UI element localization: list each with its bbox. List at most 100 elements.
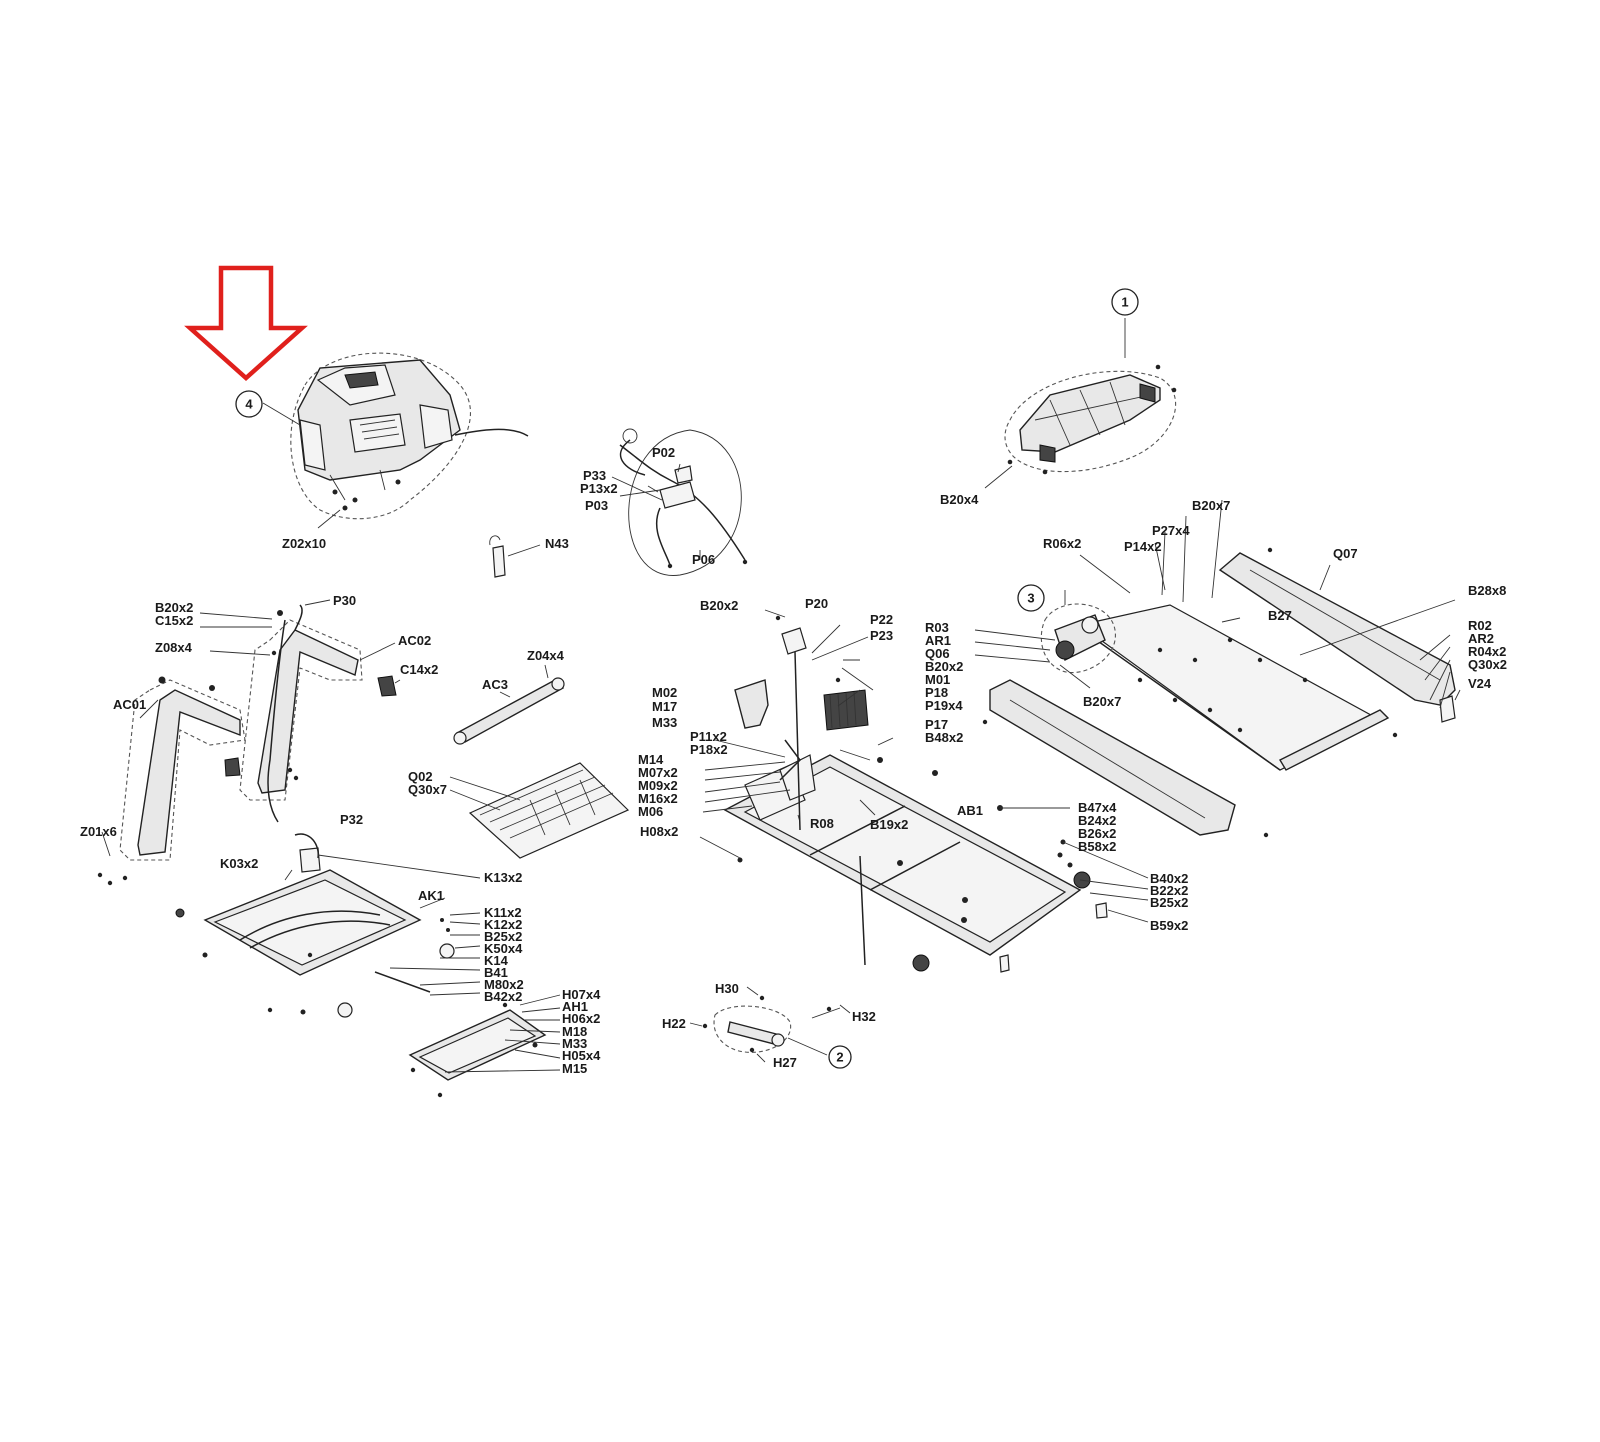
part-ah1-base xyxy=(408,994,561,1098)
label-z02x10: Z02x10 xyxy=(282,536,326,551)
label-m07x2: M07x2 xyxy=(638,765,678,780)
label-b41: B41 xyxy=(484,965,508,980)
part-deck xyxy=(1078,499,1390,771)
label-p23: P23 xyxy=(870,628,893,643)
label-k03x2: K03x2 xyxy=(220,856,258,871)
part-ac3-rod xyxy=(453,664,565,745)
label-b25x2-base: B25x2 xyxy=(484,929,522,944)
callout-2: 2 xyxy=(828,1045,852,1069)
callout-1-number: 1 xyxy=(1121,295,1128,310)
label-ac01: AC01 xyxy=(113,697,146,712)
label-ab1: AB1 xyxy=(957,803,983,818)
label-b20x7-bottom: B20x7 xyxy=(1083,694,1121,709)
label-k13x2: K13x2 xyxy=(484,870,522,885)
label-m02: M02 xyxy=(652,685,677,700)
label-z01x6: Z01x6 xyxy=(80,824,117,839)
label-p19x4: P19x4 xyxy=(925,698,963,713)
label-b28x8: B28x8 xyxy=(1468,583,1506,598)
callout-2-number: 2 xyxy=(836,1050,843,1065)
label-h05x4: H05x4 xyxy=(562,1048,601,1063)
part-n43 xyxy=(489,535,541,578)
label-r04x2: R04x2 xyxy=(1468,644,1506,659)
callout-4-number: 4 xyxy=(245,397,253,412)
label-r06x2: R06x2 xyxy=(1043,536,1081,551)
label-q30x2-right: Q30x2 xyxy=(1468,657,1507,672)
label-p27x4: P27x4 xyxy=(1152,523,1190,538)
label-m16x2: M16x2 xyxy=(638,791,678,806)
callout-3: 3 xyxy=(1017,584,1045,612)
label-b48x2: B48x2 xyxy=(925,730,963,745)
label-b26x2: B26x2 xyxy=(1078,826,1116,841)
label-b20x7-top: B20x7 xyxy=(1192,498,1230,513)
label-b24x2: B24x2 xyxy=(1078,813,1116,828)
label-r08: R08 xyxy=(810,816,834,831)
label-p32: P32 xyxy=(340,812,363,827)
label-b19x2: B19x2 xyxy=(870,817,908,832)
highlight-arrow-icon xyxy=(184,265,308,382)
part-front-roller xyxy=(974,542,1166,689)
label-h32: H32 xyxy=(852,1009,876,1024)
label-h08x2: H08x2 xyxy=(640,824,678,839)
label-m15: M15 xyxy=(562,1061,587,1076)
part-motor-controller xyxy=(702,609,894,831)
label-r02: R02 xyxy=(1468,618,1492,633)
label-v24: V24 xyxy=(1468,676,1492,691)
label-m33-motor: M33 xyxy=(652,715,677,730)
part-left-rail xyxy=(982,679,1269,838)
label-m17: M17 xyxy=(652,699,677,714)
label-k14: K14 xyxy=(484,953,509,968)
label-q30x7: Q30x7 xyxy=(408,782,447,797)
label-c15x2: C15x2 xyxy=(155,613,193,628)
label-r03: R03 xyxy=(925,620,949,635)
label-q06: Q06 xyxy=(925,646,950,661)
label-p17: P17 xyxy=(925,717,948,732)
labels: Z02x10 P33 P02 P13x2 P03 P06 N43 B20x4 B… xyxy=(80,445,1507,1076)
label-q02: Q02 xyxy=(408,769,433,784)
label-m33-base: M33 xyxy=(562,1036,587,1051)
label-b25x2-frame: B25x2 xyxy=(1150,895,1188,910)
label-k50x4: K50x4 xyxy=(484,941,523,956)
label-h07x4: H07x4 xyxy=(562,987,601,1002)
motor-cover-assembly xyxy=(984,318,1177,489)
label-q07: Q07 xyxy=(1333,546,1358,561)
label-p33: P33 xyxy=(583,468,606,483)
label-p13x2: P13x2 xyxy=(580,481,618,496)
label-p02: P02 xyxy=(652,445,675,460)
callout-1: 1 xyxy=(1111,288,1139,316)
label-ar1: AR1 xyxy=(925,633,951,648)
callout-4: 4 xyxy=(235,390,263,418)
label-p14x2: P14x2 xyxy=(1124,539,1162,554)
label-m18: M18 xyxy=(562,1024,587,1039)
label-ac3: AC3 xyxy=(482,677,508,692)
label-ak1: AK1 xyxy=(418,888,444,903)
label-b47x4: B47x4 xyxy=(1078,800,1117,815)
label-b20x2-motor: B20x2 xyxy=(925,659,963,674)
label-p18: P18 xyxy=(925,685,948,700)
label-m01: M01 xyxy=(925,672,950,687)
label-p03: P03 xyxy=(585,498,608,513)
label-ah1: AH1 xyxy=(562,999,588,1014)
part-q02-tray xyxy=(449,762,630,859)
part-rear-roller xyxy=(689,986,851,1063)
part-ab1-frame xyxy=(699,754,1149,973)
label-p18x2: P18x2 xyxy=(690,742,728,757)
console-assembly xyxy=(262,352,529,529)
label-p06: P06 xyxy=(692,552,715,567)
label-ac02: AC02 xyxy=(398,633,431,648)
label-h27: H27 xyxy=(773,1055,797,1070)
label-h22: H22 xyxy=(662,1016,686,1031)
label-b20x4: B20x4 xyxy=(940,492,979,507)
upright-left-ac01 xyxy=(97,676,246,886)
label-b27: B27 xyxy=(1268,608,1292,623)
label-k11x2: K11x2 xyxy=(484,905,522,920)
label-h06x2: H06x2 xyxy=(562,1011,600,1026)
part-ak1-base xyxy=(175,833,481,1018)
label-m80x2: M80x2 xyxy=(484,977,524,992)
label-n43: N43 xyxy=(545,536,569,551)
label-b40x2: B40x2 xyxy=(1150,871,1188,886)
label-b58x2: B58x2 xyxy=(1078,839,1116,854)
label-b20x2-p20: B20x2 xyxy=(700,598,738,613)
label-b59x2: B59x2 xyxy=(1150,918,1188,933)
